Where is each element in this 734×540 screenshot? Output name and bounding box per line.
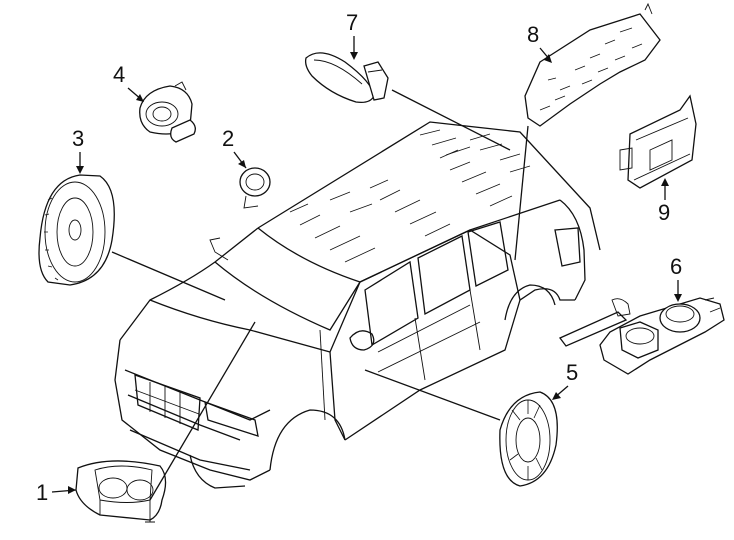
part-3-door-speaker bbox=[38, 174, 226, 301]
callout-label-5: 5 bbox=[566, 360, 578, 385]
callout-label-6: 6 bbox=[670, 254, 682, 279]
part-7-speaker-cover bbox=[304, 52, 511, 151]
vehicle-outline bbox=[114, 121, 601, 489]
callout-label-7: 7 bbox=[346, 10, 358, 35]
part-2-tweeter bbox=[239, 167, 271, 209]
callout-2: 2 bbox=[222, 126, 247, 169]
callout-8: 8 bbox=[527, 22, 552, 63]
callout-3: 3 bbox=[72, 126, 84, 174]
callout-label-9: 9 bbox=[658, 200, 670, 225]
callout-9: 9 bbox=[658, 178, 670, 225]
callout-label-8: 8 bbox=[527, 22, 539, 47]
callout-label-3: 3 bbox=[72, 126, 84, 151]
part-5-rear-door-speaker bbox=[364, 369, 558, 487]
callout-label-1: 1 bbox=[36, 480, 48, 505]
callout-1: 1 bbox=[36, 480, 77, 505]
part-9-control-module bbox=[619, 94, 697, 189]
callout-label-2: 2 bbox=[222, 126, 234, 151]
part-6-subwoofer-enclosure bbox=[558, 297, 725, 375]
part-1-instrument-panel-speaker bbox=[75, 321, 256, 523]
part-8-amplifier-bracket bbox=[514, 2, 661, 261]
part-4-speaker-assembly bbox=[139, 81, 196, 143]
callout-label-4: 4 bbox=[113, 62, 125, 87]
callout-6: 6 bbox=[670, 254, 682, 302]
callout-4: 4 bbox=[113, 62, 144, 102]
callout-7: 7 bbox=[346, 10, 358, 60]
callout-5: 5 bbox=[552, 360, 578, 400]
